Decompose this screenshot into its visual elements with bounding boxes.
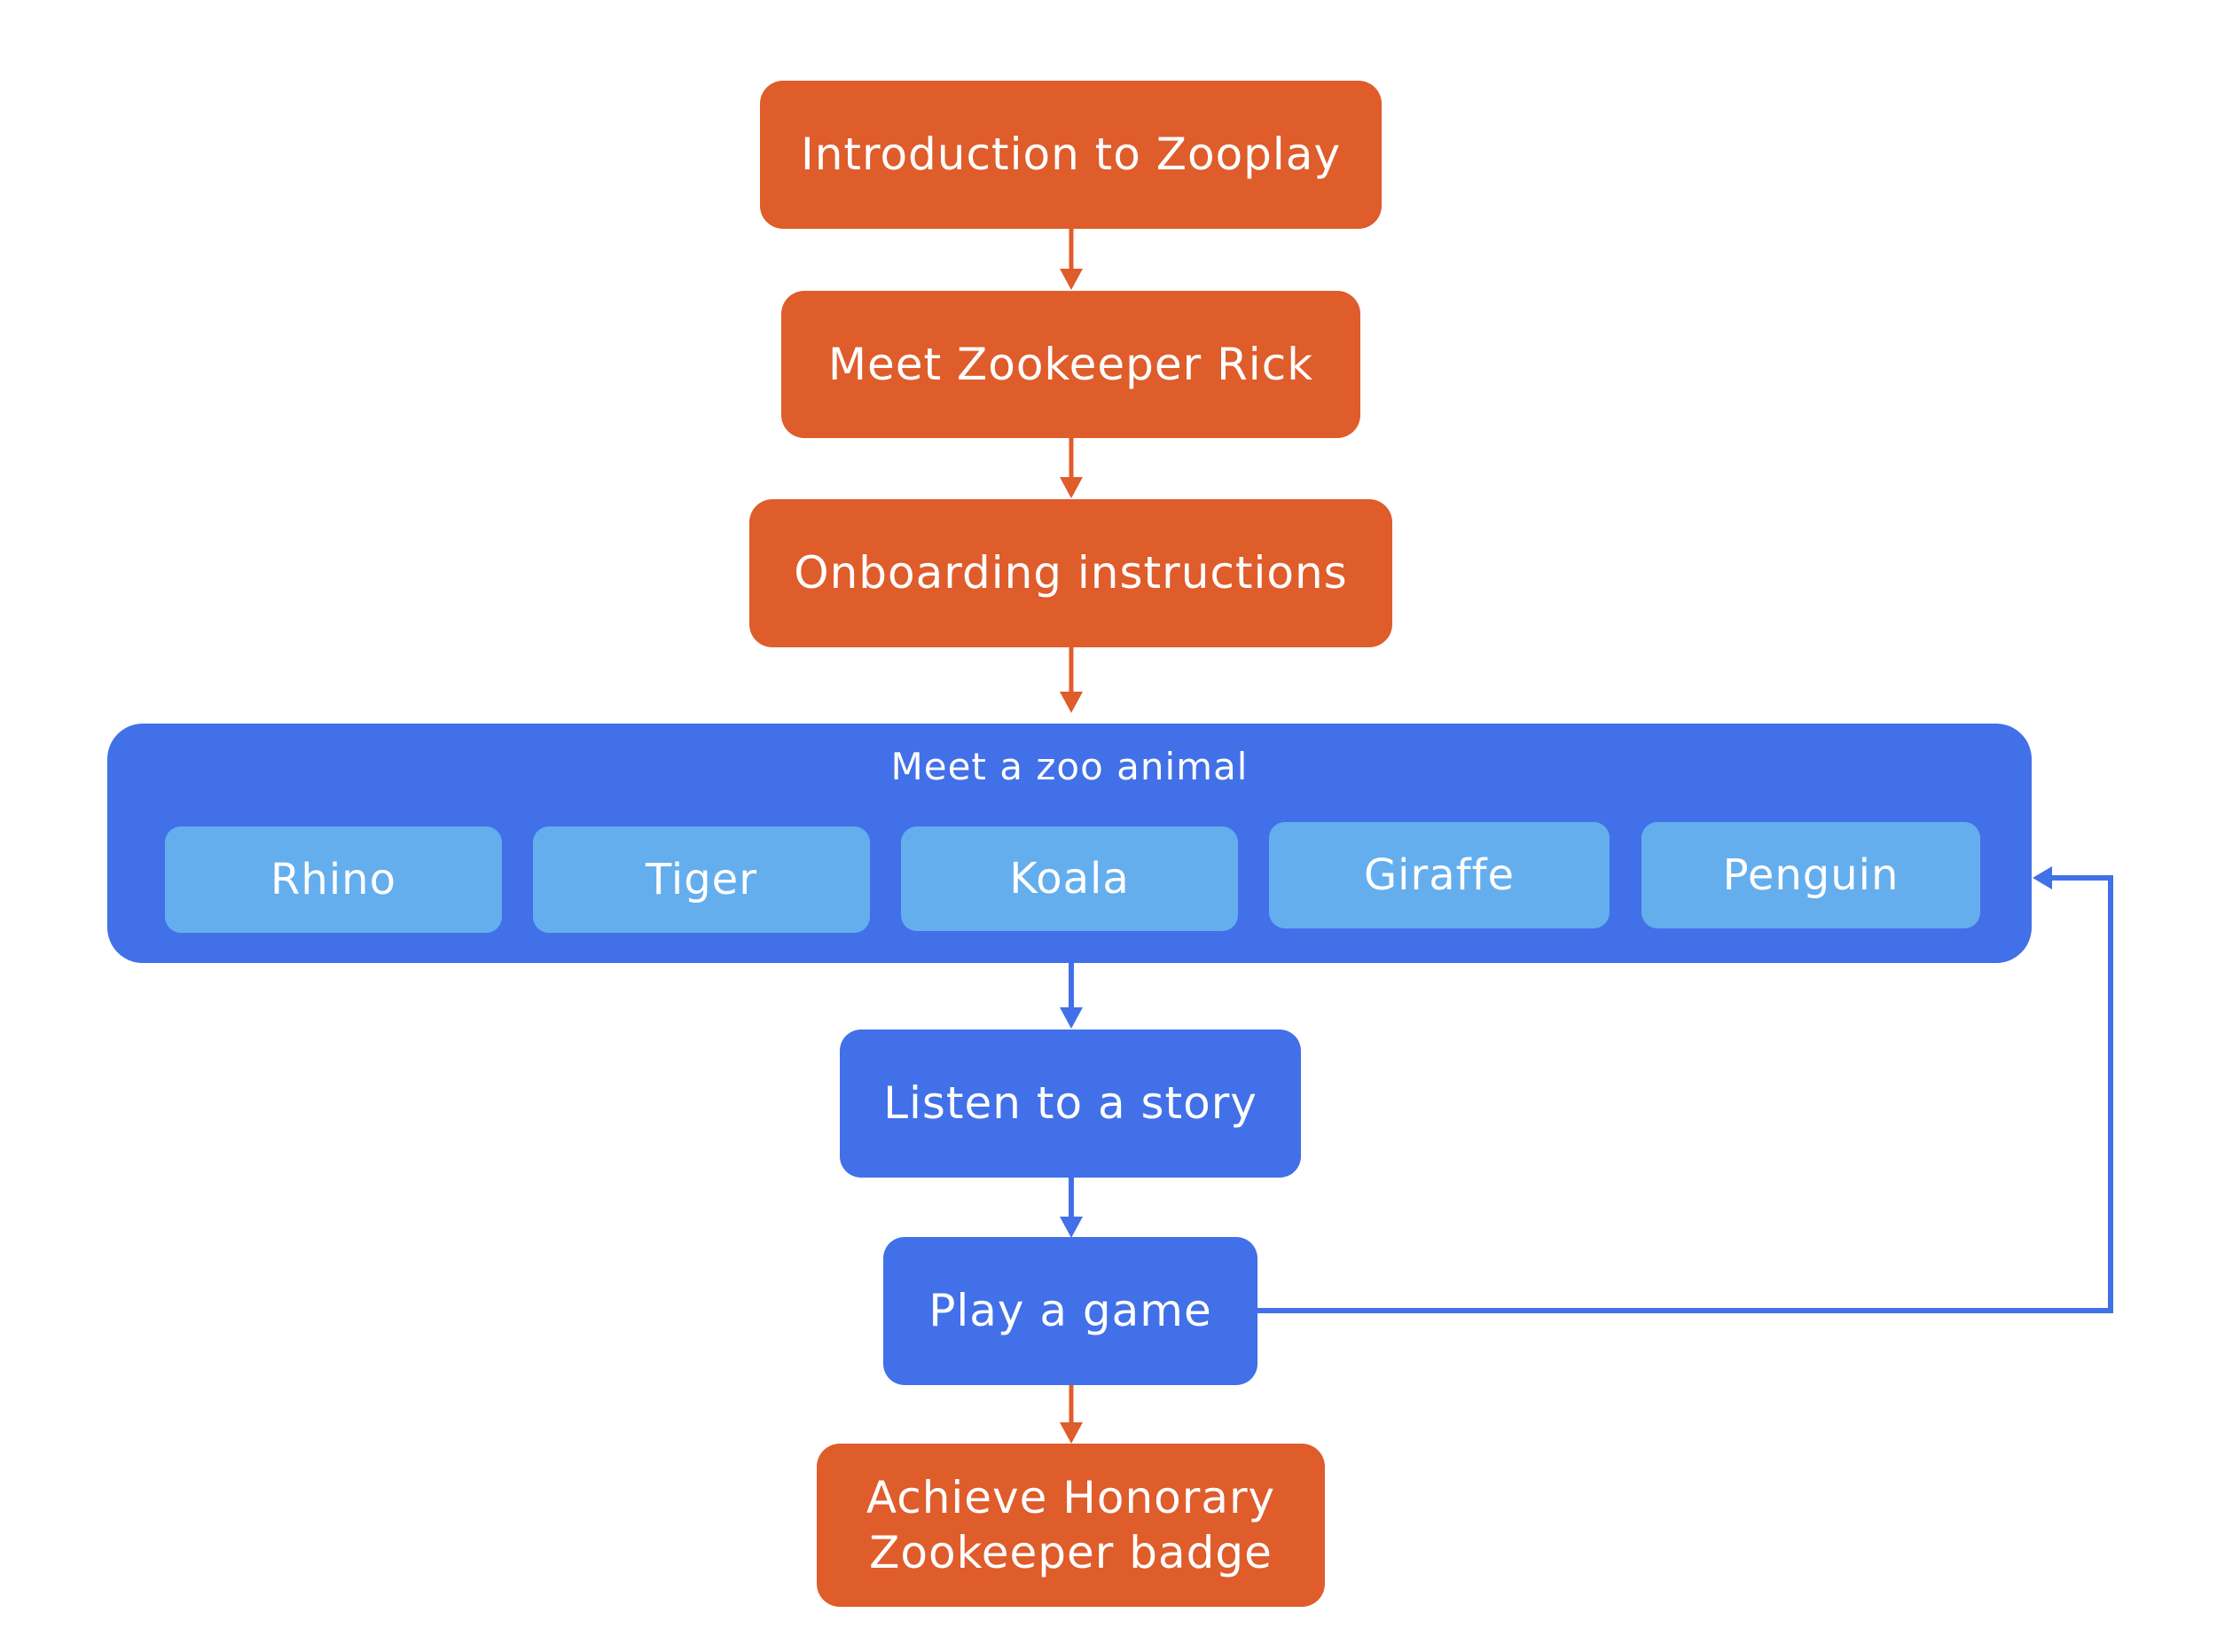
step-play-game-label: Play a game: [928, 1285, 1212, 1337]
step-achieve-badge-line1: Achieve Honorary: [866, 1471, 1276, 1523]
arrow-onboarding-to-animals: [1060, 647, 1083, 713]
step-listen-story-label: Listen to a story: [883, 1077, 1257, 1130]
arrow-game-loop-back-to-animals: [1257, 866, 2113, 1313]
step-introduction: Introduction to Zooplay: [760, 81, 1382, 229]
animal-giraffe: Giraffe: [1269, 822, 1610, 928]
step-play-game: Play a game: [883, 1237, 1257, 1385]
animal-koala-label: Koala: [1009, 854, 1130, 904]
step-onboarding-label: Onboarding instructions: [794, 547, 1348, 599]
arrow-animals-to-story: [1060, 963, 1083, 1029]
step-achieve-badge: Achieve Honorary Zookeeper badge: [817, 1444, 1325, 1607]
arrow-rick-to-onboarding: [1060, 438, 1083, 498]
step-introduction-label: Introduction to Zooplay: [800, 129, 1342, 181]
step-listen-story: Listen to a story: [840, 1030, 1301, 1178]
arrow-game-to-badge: [1060, 1385, 1083, 1444]
step-achieve-badge-line2: Zookeeper badge: [869, 1527, 1273, 1578]
group-title: Meet a zoo animal: [890, 745, 1249, 788]
animal-tiger: Tiger: [533, 826, 870, 933]
animal-tiger-label: Tiger: [646, 855, 757, 904]
animal-penguin: Penguin: [1641, 822, 1980, 928]
animal-rhino-label: Rhino: [270, 855, 396, 904]
step-meet-zookeeper-label: Meet Zookeeper Rick: [827, 338, 1314, 390]
arrow-story-to-game: [1060, 1178, 1083, 1238]
step-meet-zookeeper: Meet Zookeeper Rick: [781, 291, 1360, 438]
step-onboarding: Onboarding instructions: [749, 499, 1392, 647]
animal-giraffe-label: Giraffe: [1363, 850, 1515, 900]
group-meet-zoo-animal: Meet a zoo animal Rhino Tiger Koala Gira…: [107, 724, 2032, 963]
arrow-intro-to-rick: [1060, 229, 1083, 290]
animal-penguin-label: Penguin: [1722, 850, 1900, 900]
animal-koala: Koala: [901, 826, 1238, 931]
animal-rhino: Rhino: [165, 826, 502, 933]
